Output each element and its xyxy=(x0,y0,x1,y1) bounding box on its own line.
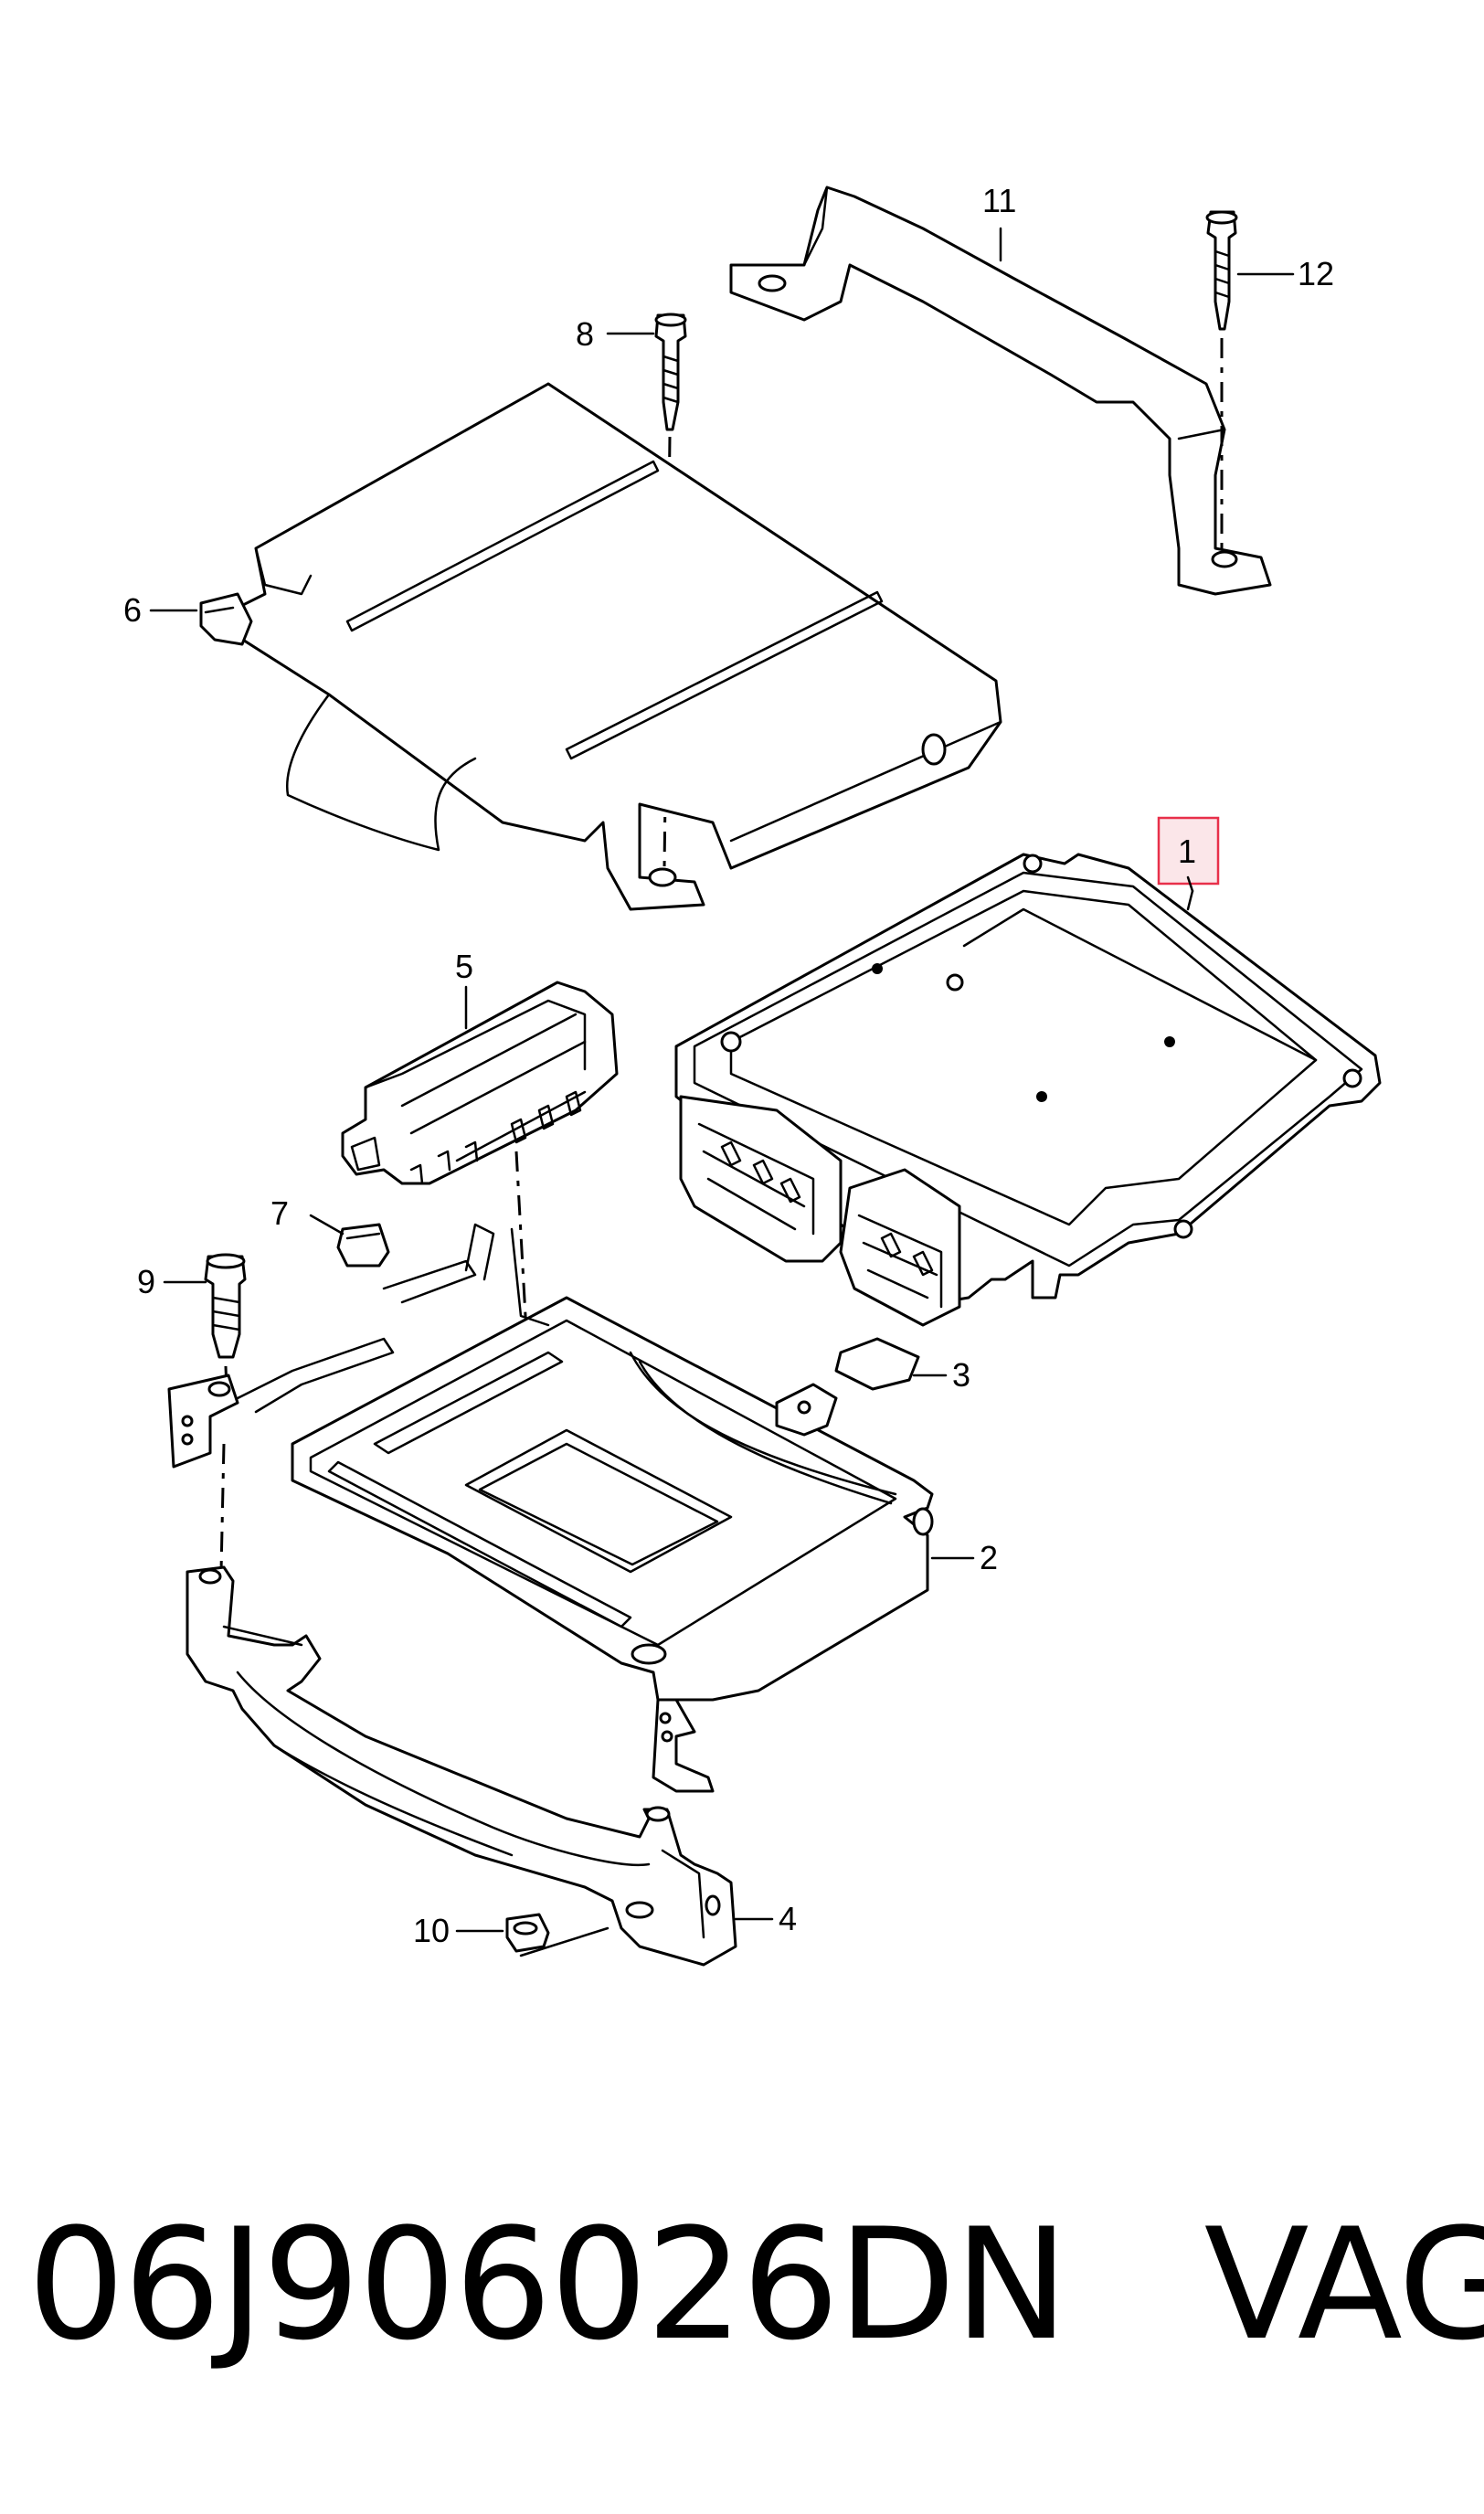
brand-name: VAG xyxy=(1203,2195,1484,2374)
ecu-control-unit xyxy=(674,853,1382,1327)
callout-10: 10 xyxy=(413,1912,450,1949)
exploded-parts-diagram: 1 2 3 4 5 6 7 8 9 10 11 12 xyxy=(123,182,1382,1967)
bolt-12 xyxy=(1205,210,1238,548)
clip-7 xyxy=(336,1223,390,1268)
clip-6 xyxy=(199,592,253,646)
callout-9: 9 xyxy=(137,1263,155,1300)
part-caption: 06J906026DN VAG xyxy=(27,2193,1484,2376)
leader-lines xyxy=(149,227,1295,1933)
callout-11: 11 xyxy=(982,182,1016,219)
callout-4: 4 xyxy=(779,1900,797,1937)
callouts: 1 2 3 4 5 6 7 8 9 10 11 12 xyxy=(123,182,1334,1949)
callout-6: 6 xyxy=(123,591,142,629)
bracket-upper xyxy=(729,186,1272,596)
part-number: 06J906026DN xyxy=(27,2195,1069,2374)
tray-lower xyxy=(167,1223,934,1793)
callout-3: 3 xyxy=(952,1356,970,1394)
cover-upper xyxy=(227,382,1002,911)
callout-8: 8 xyxy=(576,315,594,353)
callout-1-highlight xyxy=(1157,816,1220,911)
callout-5: 5 xyxy=(455,948,473,985)
callout-7: 7 xyxy=(270,1194,289,1232)
bolt-9 xyxy=(204,1253,247,1573)
nut-10 xyxy=(505,1913,610,1957)
diagram-canvas: 1 2 3 4 5 6 7 8 9 10 11 12 xyxy=(123,182,1382,1967)
callout-2: 2 xyxy=(980,1539,998,1576)
callout-12: 12 xyxy=(1298,255,1334,292)
callout-1: 1 xyxy=(1178,833,1196,870)
pad-3 xyxy=(775,1337,920,1437)
frame-lower xyxy=(186,1565,737,1967)
